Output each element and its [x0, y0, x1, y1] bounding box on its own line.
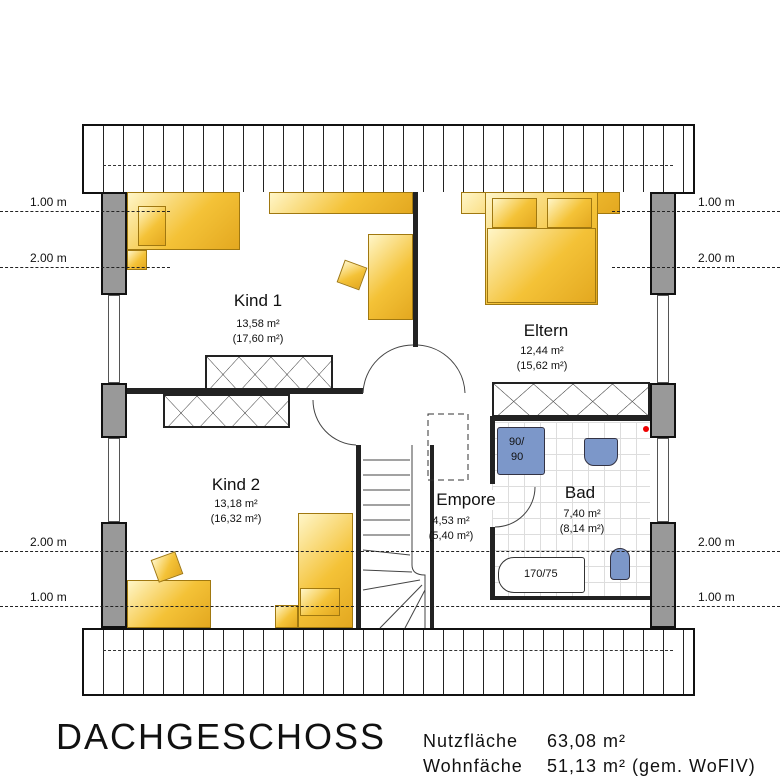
bathtub — [498, 557, 585, 593]
toilet — [610, 548, 630, 580]
wall-bad-left-bottom — [490, 527, 495, 600]
nutz-label: Nutzfläche — [423, 731, 519, 751]
room-gross-kind1: (17,60 m²) — [232, 333, 284, 345]
room-gross-kind2: (16,32 m²) — [210, 513, 262, 525]
room-gross-empore: (5,40 m²) — [428, 530, 474, 542]
roof-top — [82, 124, 695, 194]
room-area-eltern: 12,44 m² — [520, 345, 564, 357]
shower-label-2: 90 — [511, 451, 524, 463]
room-area-kind1: 13,58 m² — [236, 318, 280, 330]
dim-label: 1.00 m — [696, 195, 737, 209]
wall-left-top — [101, 192, 127, 295]
wohn-label: Wohnfäche — [423, 756, 523, 776]
heating-valve-icon — [643, 426, 649, 432]
room-gross-bad: (8,14 m²) — [559, 523, 605, 535]
wall-right-top — [650, 192, 676, 295]
wall-right-mid — [650, 383, 676, 438]
wall-bad-left-top — [490, 416, 495, 484]
stairs-icon — [362, 445, 426, 629]
desk-kind2 — [127, 580, 211, 628]
dim-label: 1.00 m — [698, 590, 735, 604]
window-left-1[interactable] — [108, 295, 120, 383]
wardrobe-kind2 — [163, 394, 290, 428]
eave-line-top — [103, 165, 673, 166]
dim-label: 2.00 m — [28, 251, 69, 265]
room-name-kind2: Kind 2 — [211, 475, 261, 494]
pillow-eltern-1 — [492, 198, 537, 228]
dim-label: 2.00 m — [698, 535, 735, 549]
dim-label: 1.00 m — [28, 195, 69, 209]
skylight-icon — [427, 413, 469, 481]
nightstand-kind1 — [127, 250, 147, 270]
dim-line-2m-bottom — [0, 551, 780, 552]
dim-line-2m-top-right — [612, 267, 780, 268]
wall-kind1-eltern — [413, 192, 418, 347]
door-eltern[interactable] — [417, 344, 466, 394]
door-kind1[interactable] — [362, 344, 414, 394]
room-gross-eltern: (15,62 m²) — [516, 360, 568, 372]
wall-bad-bottom — [490, 596, 650, 600]
dim-line-1m-top-right — [612, 211, 780, 212]
wardrobe-eltern — [492, 382, 650, 417]
window-right-1[interactable] — [657, 295, 669, 383]
wohn-value: 51,13 m² (gem. WoFIV) — [547, 756, 756, 776]
desk-kind1-side — [368, 234, 413, 320]
roof-bottom — [82, 628, 695, 696]
dim-line-1m-bottom — [0, 606, 780, 607]
pillow-eltern-2 — [547, 198, 592, 228]
pillow-kind2 — [300, 588, 340, 616]
wall-left-bottom — [101, 522, 127, 628]
window-left-2[interactable] — [108, 438, 120, 522]
shower — [497, 427, 545, 475]
room-area-empore: 4,53 m² — [432, 515, 470, 527]
shower-label-1: 90/ — [509, 436, 525, 448]
room-name-empore: Empore — [436, 490, 496, 510]
nightstand-kind2 — [275, 605, 298, 628]
door-bad[interactable] — [494, 486, 536, 528]
wall-left-mid — [101, 383, 127, 438]
page-title: DACHGESCHOSS — [56, 716, 387, 757]
room-name-kind1: Kind 1 — [233, 291, 283, 310]
wall-eltern-bad — [490, 416, 650, 421]
window-right-2[interactable] — [657, 438, 669, 522]
room-area-kind2: 13,18 m² — [214, 498, 258, 510]
bathtub-label: 170/75 — [524, 568, 558, 580]
pillow-kind1 — [138, 206, 166, 246]
room-name-eltern: Eltern — [523, 321, 569, 340]
eave-line-bottom — [103, 650, 673, 651]
blanket-eltern — [487, 228, 596, 303]
desk-kind1 — [269, 192, 413, 214]
dim-label: 2.00 m — [696, 251, 737, 265]
room-name-bad: Bad — [564, 483, 596, 502]
dim-line-1m-top-left — [0, 211, 170, 212]
wall-stair-right — [430, 445, 434, 628]
wall-right-bottom — [650, 522, 676, 628]
wall-kind1-kind2 — [127, 388, 363, 394]
dim-line-2m-top-left — [0, 267, 170, 268]
nutz-value: 63,08 m² — [547, 731, 627, 751]
wardrobe-kind1 — [205, 355, 333, 390]
door-kind2[interactable] — [312, 399, 357, 446]
sink — [584, 438, 618, 466]
room-area-bad: 7,40 m² — [563, 508, 601, 520]
dim-label: 2.00 m — [30, 535, 67, 549]
wall-kind2-stair — [356, 445, 361, 628]
dim-label: 1.00 m — [30, 590, 67, 604]
